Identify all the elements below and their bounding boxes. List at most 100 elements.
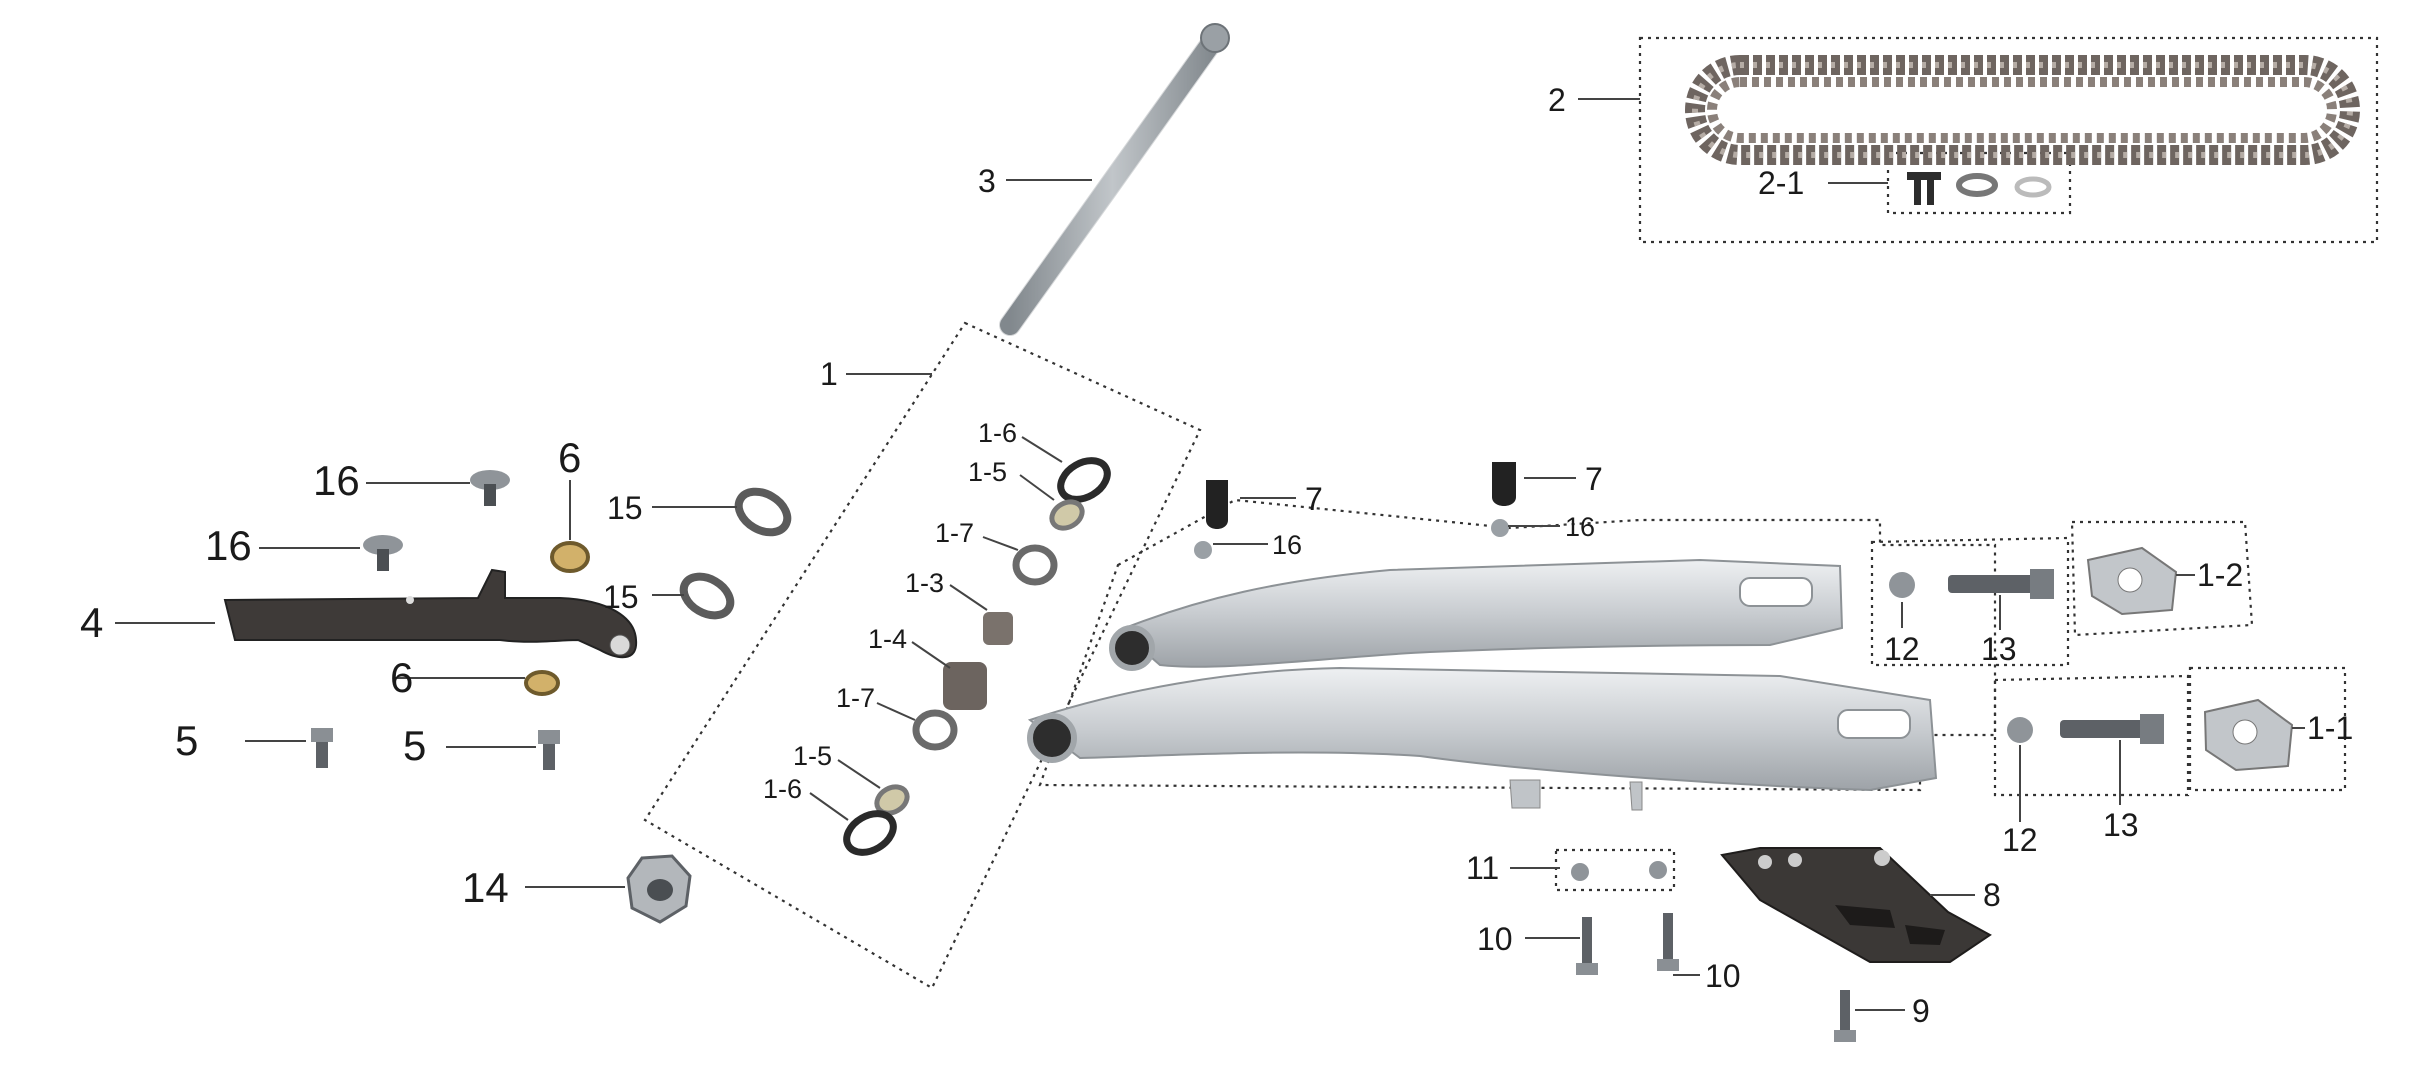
callout-1-4: 1-4 (868, 624, 907, 654)
adjuster-plates (2086, 546, 2294, 772)
washer-icon-top (1049, 499, 1085, 531)
callout-5-right: 5 (403, 722, 426, 769)
bearing-parts (843, 457, 1111, 856)
callout-7-right: 7 (1585, 461, 1603, 497)
callout-2: 2 (1548, 82, 1566, 118)
slider-illustration (223, 568, 638, 659)
spacer-tube-icon (943, 662, 987, 710)
adjuster-bolt-icon-lower (2060, 720, 2160, 738)
callout-11: 11 (1466, 850, 1499, 886)
adjuster-nut-icon-upper (1889, 572, 1915, 598)
screw-shank-icon-b (377, 549, 389, 571)
callout-1-6-top: 1-6 (978, 418, 1017, 448)
seal-ring-icon-bottom (843, 810, 897, 856)
callout-6-top: 6 (558, 434, 581, 481)
leader-lines (115, 98, 2305, 1011)
bolt-shank-icon-a (316, 742, 328, 768)
bushing-ring-icon-bottom (912, 709, 958, 751)
callout-10-right: 10 (1705, 958, 1741, 994)
callout-16-middle: 16 (205, 522, 252, 569)
bushing-ring-icon-top (1012, 544, 1058, 586)
bolt-head-icon-9 (1834, 1030, 1856, 1042)
washer-icon-15b (679, 572, 735, 620)
adjuster-group-box-upper (1870, 536, 2070, 667)
nut-icon-a (1571, 863, 1589, 881)
adjuster-bolt-icon-upper (1948, 575, 2048, 593)
spacer-icon-top (550, 541, 590, 573)
callout-1-3: 1-3 (905, 568, 944, 598)
nut-group-box (1554, 848, 1676, 892)
callout-1-5-top: 1-5 (968, 457, 1007, 487)
adjuster-bolt-head-icon-lower (2140, 714, 2164, 744)
callout-10-left: 10 (1477, 921, 1513, 957)
callout-13-upper: 13 (1981, 631, 2017, 667)
callout-16-left-clamp: 16 (1272, 530, 1302, 560)
callout-15-bottom: 15 (603, 579, 639, 615)
callout-1-1: 1-1 (2307, 710, 2353, 746)
bolt-head-icon-a (311, 728, 333, 742)
callout-3: 3 (978, 163, 996, 199)
callout-9: 9 (1912, 993, 1930, 1029)
callout-14: 14 (462, 864, 509, 911)
washer-icon-bottom (874, 784, 910, 816)
nut-icon-b (1649, 861, 1667, 879)
callout-15-top: 15 (607, 490, 643, 526)
slider-washers (679, 487, 792, 620)
screw-head-icon-a (470, 470, 510, 490)
callout-4: 4 (80, 599, 103, 646)
spring-clip-icon (2014, 176, 2052, 198)
callout-16-right-clamp: 16 (1565, 512, 1595, 542)
callout-13-lower: 13 (2103, 807, 2139, 843)
chain-roller-clamps (1194, 462, 1516, 559)
link-plate-icon (1956, 173, 1998, 197)
callout-7-left: 7 (1305, 481, 1323, 517)
axle-illustration (999, 23, 1230, 336)
collar-icon (983, 612, 1013, 645)
bolt-head-icon-10b (1657, 959, 1679, 971)
bolt-head-icon-b (538, 730, 560, 744)
washer-icon-15a (734, 487, 792, 537)
screw-shank-icon-a (484, 484, 496, 506)
callout-1-7-bottom: 1-7 (836, 683, 875, 713)
bolt-icon-10b (1663, 913, 1673, 968)
slider-screws (363, 470, 510, 571)
callout-5-left: 5 (175, 717, 198, 764)
callout-1-7-top: 1-7 (935, 518, 974, 548)
bolt-icon-9 (1840, 990, 1850, 1035)
guide-illustration (1720, 847, 1992, 963)
spacer-icon-bottom (524, 670, 560, 696)
chain-adjusters (1889, 569, 2164, 744)
bolt-icon-10a (1582, 917, 1592, 972)
clamp-bolt-icon-right (1491, 519, 1509, 537)
master-link-illustration (1907, 172, 2052, 205)
callout-6-bottom: 6 (390, 654, 413, 701)
swingarm-illustration (1027, 558, 1938, 811)
callout-1-5-bottom: 1-5 (793, 741, 832, 771)
adjuster-plate-box-lower (2188, 666, 2347, 792)
callout-2-1: 2-1 (1758, 165, 1804, 201)
clip-icon (1907, 172, 1941, 205)
chain-group-box (1638, 36, 2379, 244)
adjuster-nut-icon-lower (2007, 717, 2033, 743)
guide-bolts (1576, 913, 1856, 1042)
callout-labels: 2 2-1 3 1 1-6 1-5 1-7 1-3 1-4 1-7 1-5 1-… (80, 82, 2353, 1029)
clamp-icon-left (1206, 480, 1228, 529)
bolt-head-icon-10a (1576, 963, 1598, 975)
seal-ring-icon-top (1057, 457, 1111, 503)
callout-16-top: 16 (313, 457, 360, 504)
callout-1: 1 (820, 356, 838, 392)
group-outlines (643, 36, 2379, 990)
callout-12-upper: 12 (1884, 631, 1920, 667)
pivot-nut-illustration (626, 854, 692, 924)
clamp-bolt-icon-left (1194, 541, 1212, 559)
slider-bolts (311, 728, 560, 770)
callout-1-2: 1-2 (2197, 557, 2243, 593)
callout-1-6-bottom: 1-6 (763, 774, 802, 804)
guide-nuts (1571, 861, 1667, 881)
adjuster-group-box-lower (1993, 674, 2190, 797)
screw-head-icon-b (363, 535, 403, 555)
callout-8: 8 (1983, 877, 2001, 913)
adjuster-bolt-head-icon-upper (2030, 569, 2054, 599)
bolt-shank-icon-b (543, 744, 555, 770)
